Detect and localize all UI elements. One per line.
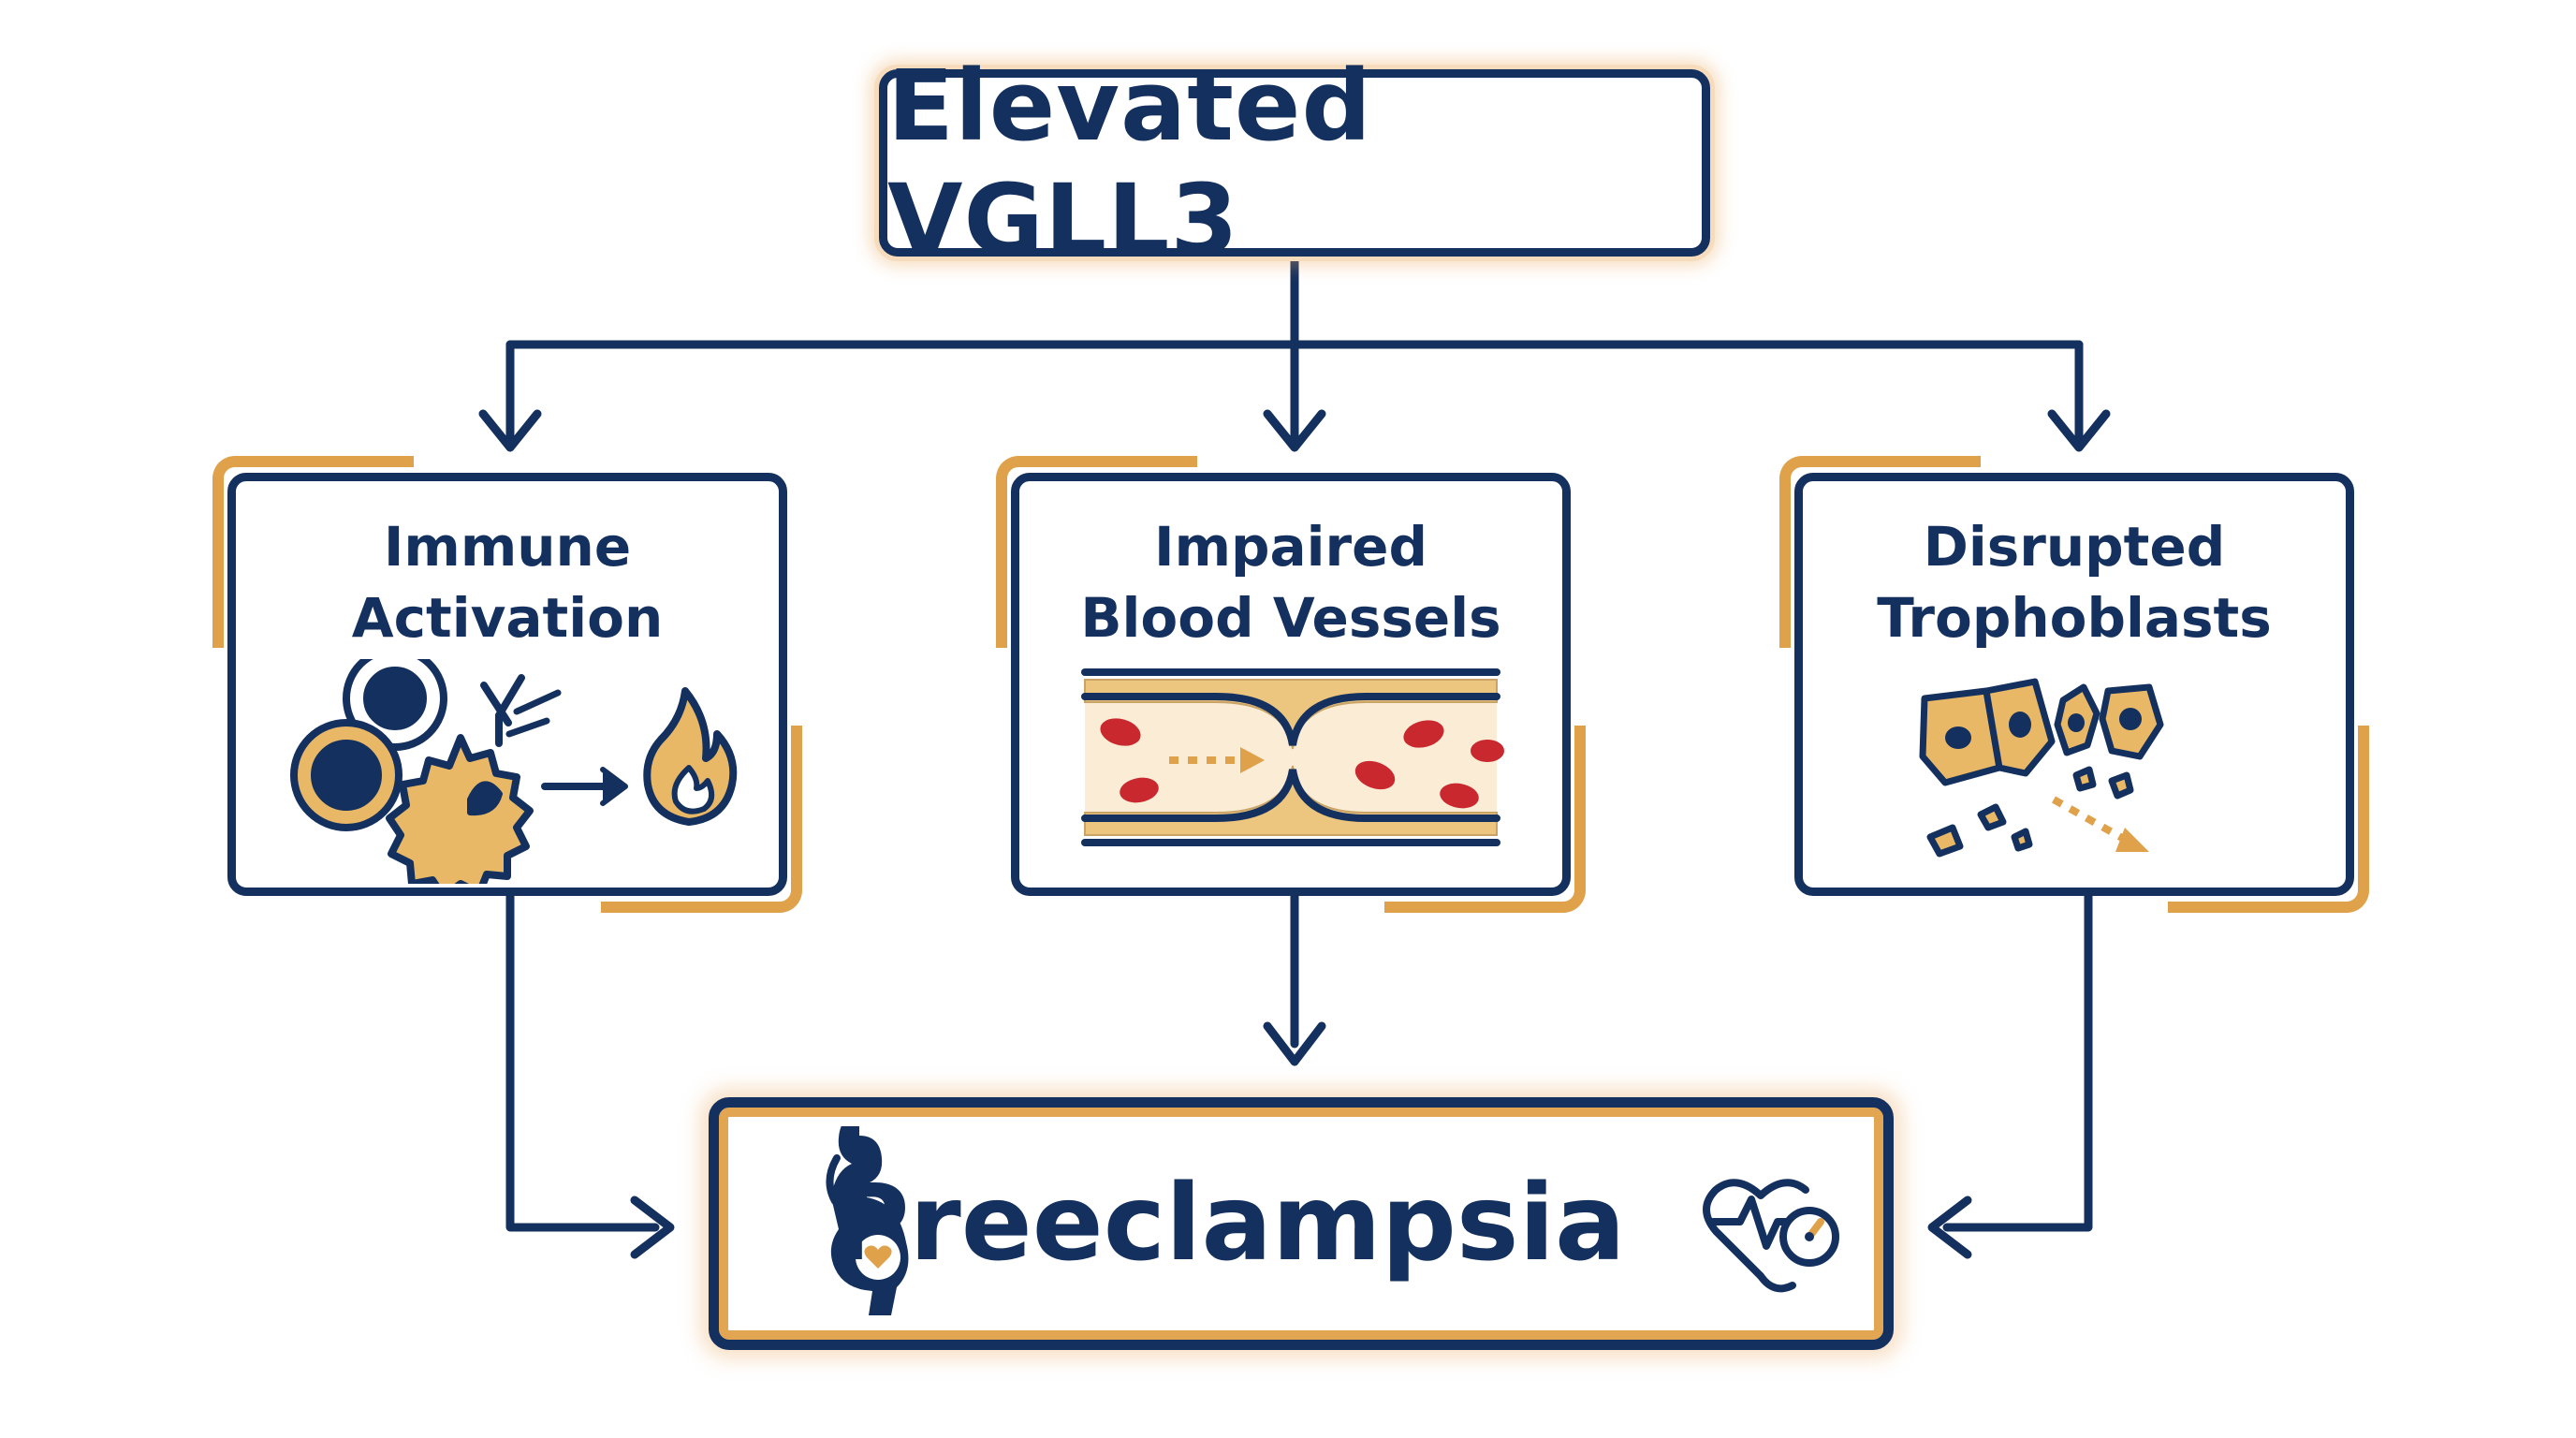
pregnant-woman-icon <box>826 1126 909 1315</box>
connector-immune-to-result <box>505 891 660 1232</box>
arrowhead-trophoblasts <box>2047 409 2111 452</box>
connector-trophoblasts-to-result <box>1942 891 2093 1232</box>
accent-corner <box>2168 726 2369 913</box>
arrowhead-immune-result <box>630 1196 675 1259</box>
arrowhead-vessels <box>1263 409 1326 452</box>
arrowhead-immune <box>478 409 542 452</box>
accent-corner <box>601 726 802 913</box>
top-node: Elevated VGLL3 <box>879 49 1710 277</box>
branch-disrupted-trophoblasts: Disrupted Trophoblasts <box>1779 456 2369 913</box>
blood-vessel-icon <box>1081 668 1504 846</box>
trophoblast-cells-icon <box>1919 678 2164 858</box>
accent-corner <box>996 456 1197 648</box>
accent-corner <box>1779 456 1981 648</box>
accent-corner <box>1384 726 1586 913</box>
arrowhead-trophoblasts-result <box>1927 1196 1972 1259</box>
branch-title: Disrupted Trophoblasts <box>1877 515 2272 650</box>
result-title: Preeclampsia <box>832 1163 1626 1284</box>
branch-title: Immune Activation <box>351 515 664 650</box>
heart-pressure-icon <box>1703 1179 1839 1293</box>
result-node: Preeclampsia <box>709 1097 1894 1350</box>
top-node-title: Elevated VGLL3 <box>887 49 1372 277</box>
immune-cells-icon <box>290 659 738 884</box>
accent-corner <box>212 456 414 648</box>
branch-immune-activation: Immune Activation <box>212 456 802 913</box>
branch-title: Impaired Blood Vessels <box>1080 515 1501 650</box>
branch-impaired-blood-vessels: Impaired Blood Vessels <box>996 456 1586 913</box>
arrowhead-vessels-result <box>1263 1021 1326 1066</box>
